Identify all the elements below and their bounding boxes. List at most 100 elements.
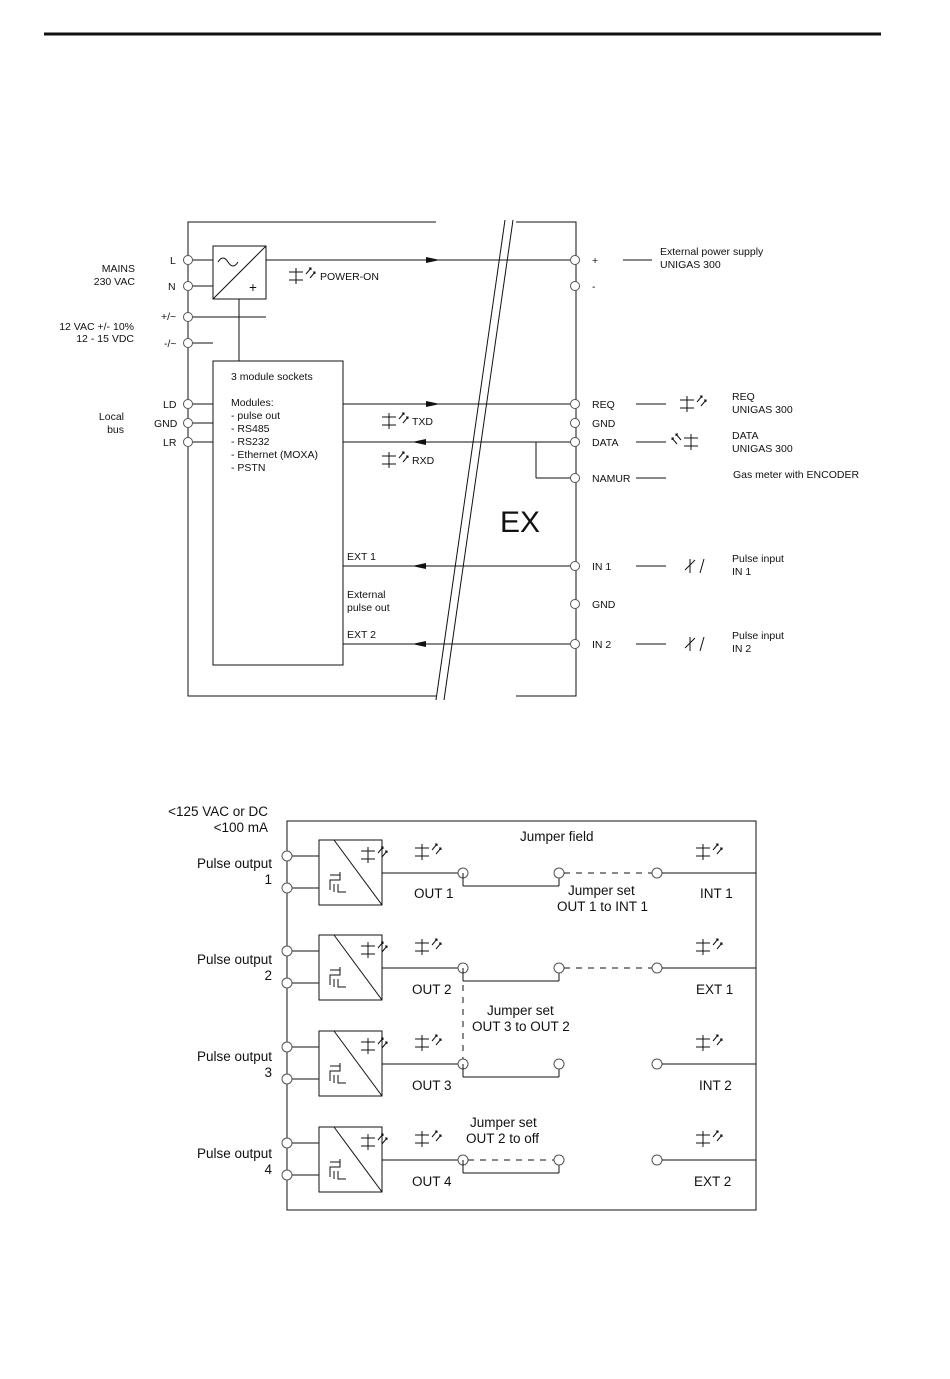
module-item: - RS485 bbox=[231, 423, 270, 435]
external-pulse-label-1: External bbox=[347, 589, 386, 601]
power-on-label: POWER-ON bbox=[320, 271, 379, 283]
label-n: N bbox=[168, 281, 176, 293]
req-desc-2: UNIGAS 300 bbox=[732, 404, 793, 416]
terminal-namur bbox=[570, 473, 580, 483]
in2-desc-2: IN 2 bbox=[732, 643, 751, 655]
rxd-led-icon bbox=[381, 451, 409, 469]
module-title: 3 module sockets bbox=[231, 371, 313, 383]
ex-barrier-line-1 bbox=[435, 219, 506, 701]
label-gnd-bus: GND bbox=[154, 418, 178, 430]
label-in2: IN 2 bbox=[592, 639, 611, 651]
data-desc-2: UNIGAS 300 bbox=[732, 443, 793, 455]
mains-label-1: MAINS bbox=[102, 263, 135, 275]
pulse-output-row-2: Pulse output 2 OUT 2 EXT 1 bbox=[197, 934, 756, 1001]
pulse-output-label: Pulse output bbox=[197, 856, 272, 871]
ext1-label: EXT 1 bbox=[347, 551, 376, 563]
optocoupler-block bbox=[318, 1126, 383, 1193]
terminal-po3-b bbox=[281, 1073, 293, 1085]
diagram-1: + L N +/~ -/~ LD GND LR MAINS 230 VAC 12… bbox=[59, 215, 859, 703]
label-minus: - bbox=[592, 281, 596, 293]
transistor-icon bbox=[329, 872, 346, 893]
pulse-output-label: Pulse output bbox=[197, 1146, 272, 1161]
label-req: REQ bbox=[592, 399, 615, 411]
pulse-output-num: 1 bbox=[264, 872, 272, 887]
out2-label: OUT 2 bbox=[412, 982, 452, 997]
terminal-in1 bbox=[570, 561, 580, 571]
ext-supply-label-1: External power supply bbox=[660, 246, 764, 258]
terminal-req bbox=[570, 399, 580, 409]
terminal-gnd-bus bbox=[183, 418, 193, 428]
module-item: - PSTN bbox=[231, 462, 265, 474]
namur-desc: Gas meter with ENCODER bbox=[733, 469, 859, 481]
opto-led-icon bbox=[360, 1037, 388, 1055]
ext2-led-icon bbox=[695, 1130, 723, 1148]
supply-label-1: 12 VAC +/- 10% bbox=[59, 321, 134, 333]
in2-desc-1: Pulse input bbox=[732, 630, 784, 642]
terminal-plus-ac bbox=[183, 312, 193, 322]
label-gnd-2: GND bbox=[592, 599, 616, 611]
module-item: - pulse out bbox=[231, 410, 280, 422]
jumper-pin-mid2 bbox=[553, 962, 565, 974]
pulse-output-num: 4 bbox=[264, 1162, 272, 1177]
power-supply-plus: + bbox=[249, 280, 257, 295]
label-l: L bbox=[170, 255, 176, 267]
ext1-led-icon bbox=[695, 938, 723, 956]
jumper-pin-int1 bbox=[651, 867, 663, 879]
terminal-ld bbox=[183, 399, 193, 409]
out1-label: OUT 1 bbox=[414, 886, 454, 901]
optocoupler-block bbox=[318, 839, 383, 906]
terminal-in2 bbox=[570, 639, 580, 649]
terminal-gnd bbox=[570, 418, 580, 428]
ext-supply-label-2: UNIGAS 300 bbox=[660, 259, 721, 271]
modules-label: Modules: bbox=[231, 397, 274, 409]
out2-led-icon bbox=[414, 938, 442, 956]
int2-led-icon bbox=[695, 1034, 723, 1052]
jumper2-label-1: Jumper set bbox=[487, 1003, 554, 1018]
supply-label-2: 12 - 15 VDC bbox=[76, 333, 134, 345]
label-gnd: GND bbox=[592, 418, 616, 430]
label-ld: LD bbox=[163, 399, 177, 411]
label-lr: LR bbox=[163, 437, 177, 449]
terminal-po2-a bbox=[281, 945, 293, 957]
jumper1-label-2: OUT 1 to INT 1 bbox=[557, 899, 648, 914]
req-led-icon bbox=[679, 395, 707, 413]
opto-led-icon bbox=[360, 1133, 388, 1151]
ext2-label: EXT 2 bbox=[694, 1174, 731, 1189]
jumper3-label-1: Jumper set bbox=[470, 1115, 537, 1130]
in2-opto-icon bbox=[684, 636, 705, 652]
pulse-output-label: Pulse output bbox=[197, 1049, 272, 1064]
device-enclosure bbox=[187, 221, 577, 697]
req-desc-1: REQ bbox=[732, 391, 755, 403]
local-bus-label-1: Local bbox=[99, 411, 124, 423]
ext1-label: EXT 1 bbox=[696, 982, 733, 997]
data-desc-1: DATA bbox=[732, 430, 758, 442]
pulse-output-label: Pulse output bbox=[197, 952, 272, 967]
transistor-icon bbox=[329, 1063, 346, 1084]
terminal-po1-a bbox=[281, 850, 293, 862]
terminal-po3-a bbox=[281, 1041, 293, 1053]
ex-barrier-line-2 bbox=[443, 219, 514, 701]
pulse-output-row-4: Pulse output 4 OUT 4 EXT 2 Jumper set OU… bbox=[197, 1115, 756, 1193]
local-bus-label-2: bus bbox=[107, 424, 124, 436]
label-minus-ac: -/~ bbox=[164, 338, 177, 350]
terminal-minus-ac bbox=[183, 338, 193, 348]
jumper3-label-2: OUT 2 to off bbox=[466, 1131, 539, 1146]
ex-label: EX bbox=[500, 506, 540, 539]
label-namur: NAMUR bbox=[592, 473, 631, 485]
rating-label-1: <125 VAC or DC bbox=[168, 804, 268, 819]
terminal-po1-b bbox=[281, 882, 293, 894]
jumper-pin-mid1 bbox=[553, 867, 565, 879]
module-sockets-block bbox=[212, 360, 344, 666]
optocoupler-block bbox=[318, 934, 383, 1001]
pulse-output-num: 3 bbox=[264, 1065, 272, 1080]
int2-label: INT 2 bbox=[699, 1078, 732, 1093]
label-plus: + bbox=[592, 255, 598, 267]
jumper-pin-ext2 bbox=[651, 1154, 663, 1166]
transistor-icon bbox=[329, 967, 346, 988]
terminal-gnd-2 bbox=[570, 599, 580, 609]
in1-desc-1: Pulse input bbox=[732, 553, 784, 565]
module-item: - Ethernet (MOXA) bbox=[231, 449, 318, 461]
label-plus-ac: +/~ bbox=[161, 311, 176, 323]
rating-label-2: <100 mA bbox=[214, 820, 268, 835]
pulse-output-row-1: Pulse output 1 OUT 1 INT 1 Jumper set OU… bbox=[197, 839, 756, 914]
